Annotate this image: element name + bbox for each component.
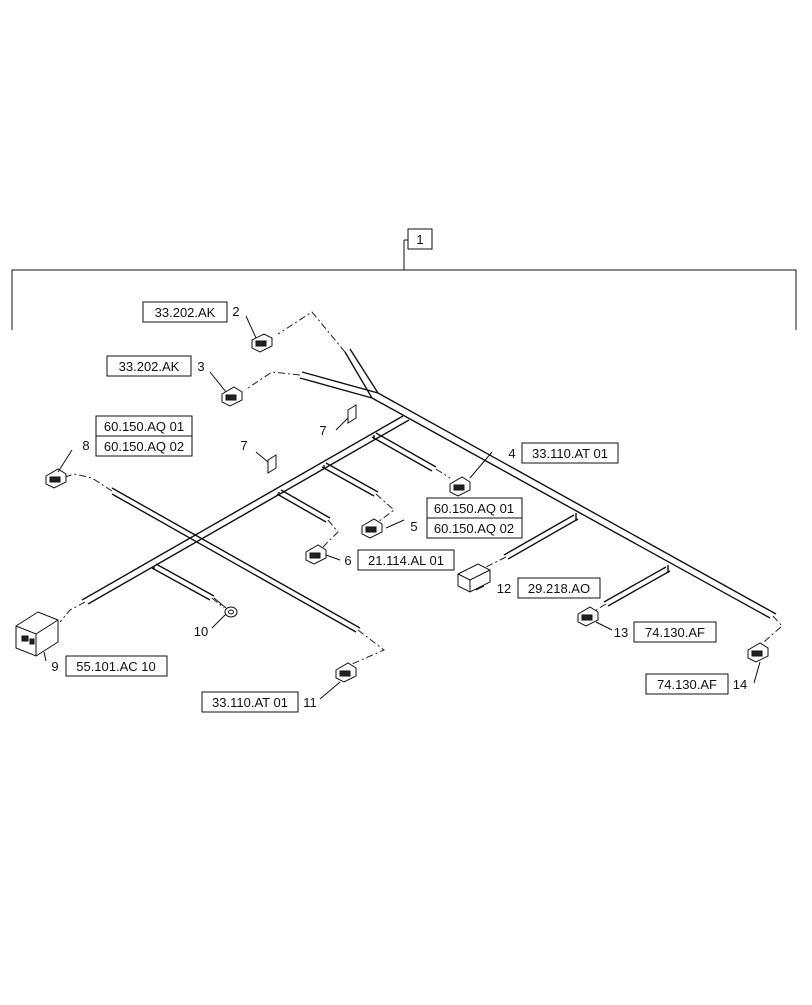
item-number: 5: [410, 519, 417, 534]
callout-7b: 7: [240, 438, 247, 453]
tie-strap-a: [335, 404, 357, 431]
ref-box: [645, 673, 729, 695]
ref-box: [65, 655, 168, 677]
item-number: 9: [51, 659, 58, 674]
connector-4: [449, 476, 471, 497]
callout-10: 10: [194, 624, 208, 639]
ref-text: 33.202.AK: [119, 359, 180, 374]
ref-text: 29.218.AO: [528, 581, 590, 596]
connector-8: [45, 468, 67, 489]
callout-8: 60.150.AQ 01 60.150.AQ 02 8: [82, 415, 193, 457]
callout-7a: 7: [319, 423, 326, 438]
ref-text: 33.202.AK: [155, 305, 216, 320]
ref-text: 55.101.AC 10: [76, 659, 156, 674]
ref-text: 60.150.AQ 01: [104, 419, 184, 434]
tie-strap-b: [255, 451, 277, 474]
ref-box: [521, 442, 619, 464]
ref-box: [95, 435, 193, 457]
connector-12: [457, 563, 491, 593]
ref-text: 33.110.AT 01: [212, 695, 288, 710]
ref-box: [517, 577, 601, 599]
item-number: 2: [232, 304, 239, 319]
callout-6: 21.114.AL 01 6: [344, 549, 455, 571]
callout-4: 33.110.AT 01 4: [508, 442, 619, 464]
leader-dashes: [59, 311, 783, 665]
item-number: 8: [82, 438, 89, 453]
callout-12: 29.218.AO 12: [497, 577, 601, 599]
callout-11: 33.110.AT 01 11: [201, 691, 317, 713]
assembly-item-number: 1: [416, 232, 423, 247]
connector-2: [251, 333, 273, 353]
ref-box: [142, 301, 228, 323]
callout-13: 74.130.AF 13: [614, 621, 717, 643]
item-number: 14: [733, 677, 747, 692]
item-number: 3: [197, 359, 204, 374]
connector-5: [361, 518, 383, 539]
connector-9: [15, 611, 59, 657]
connector-13: [577, 606, 599, 627]
item-number: 7: [319, 423, 326, 438]
ref-text: 60.150.AQ 01: [434, 501, 514, 516]
callout-14: 74.130.AF 14: [645, 673, 747, 695]
ref-box: [633, 621, 717, 643]
item-number: 12: [497, 581, 511, 596]
connector-3: [221, 386, 243, 407]
ref-text: 60.150.AQ 02: [104, 439, 184, 454]
ref-text: 21.114.AL 01: [368, 553, 444, 568]
ref-box: [201, 691, 299, 713]
item-number: 10: [194, 624, 208, 639]
connector-6: [305, 544, 327, 565]
assembly-item-box: [407, 228, 433, 250]
ring-terminal-10: [213, 597, 238, 618]
item-number: 7: [240, 438, 247, 453]
ref-box: [357, 549, 455, 571]
connector-14: [747, 642, 769, 663]
harness-trunk: [81, 348, 777, 633]
item-number: 13: [614, 625, 628, 640]
connector-11: [335, 662, 357, 683]
callout-leaders: [43, 315, 761, 700]
item-number: 11: [303, 695, 317, 710]
item-number: 4: [508, 446, 515, 461]
ref-box: [426, 517, 523, 539]
ref-text: 74.130.AF: [657, 677, 717, 692]
ref-box: [106, 355, 192, 377]
assembly-bracket: 1: [11, 228, 797, 330]
item-number: 6: [344, 553, 351, 568]
ref-text: 60.150.AQ 02: [434, 521, 514, 536]
ref-text: 74.130.AF: [645, 625, 705, 640]
callout-9: 55.101.AC 10 9: [51, 655, 168, 677]
callout-2: 33.202.AK 2: [142, 301, 240, 323]
callout-3: 33.202.AK 3: [106, 355, 205, 377]
ref-text: 33.110.AT 01: [532, 446, 608, 461]
callout-5: 60.150.AQ 01 60.150.AQ 02 5: [410, 497, 523, 539]
